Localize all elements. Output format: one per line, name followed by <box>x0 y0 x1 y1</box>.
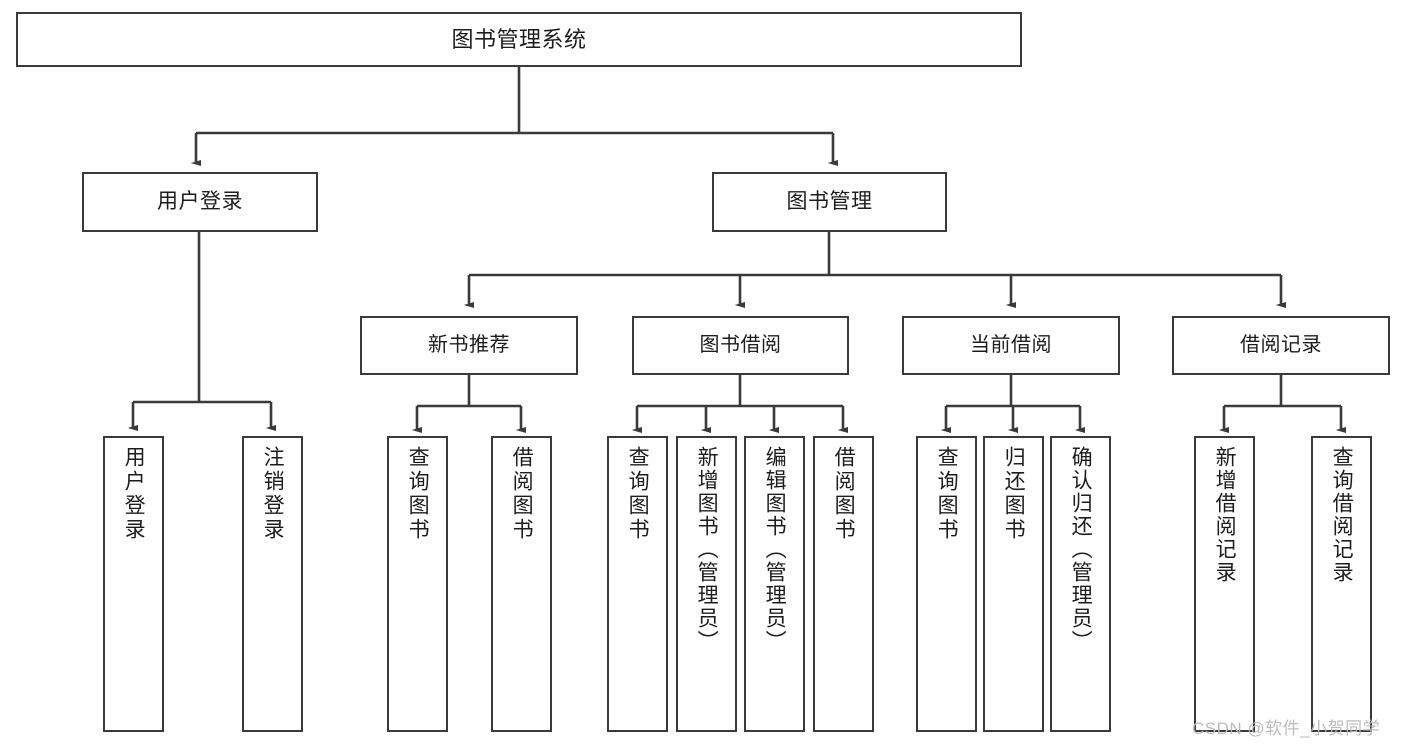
node-current-borrow-label: 当前借阅 <box>970 333 1052 356</box>
leaf-add-record[interactable]: 新增借阅记录 <box>1194 436 1255 732</box>
leaf-query-book-2-label: 查询图书 <box>626 446 650 542</box>
node-book-manage-label: 图书管理 <box>786 189 873 213</box>
node-user-login-label: 用户登录 <box>157 189 243 213</box>
leaf-query-book-3-label: 查询图书 <box>935 446 959 542</box>
leaf-edit-book[interactable]: 编辑图书（管理员） <box>744 436 805 732</box>
node-book-borrow-label: 图书借阅 <box>699 333 782 356</box>
leaf-query-record[interactable]: 查询借阅记录 <box>1311 436 1372 732</box>
leaf-user-login-label: 用户登录 <box>122 446 146 542</box>
leaf-logout-label: 注销登录 <box>261 446 285 542</box>
leaf-logout[interactable]: 注销登录 <box>242 436 303 732</box>
leaf-return-book-label: 归还图书 <box>1002 446 1026 542</box>
node-new-book-recommend-label: 新书推荐 <box>428 333 510 356</box>
node-new-book-recommend[interactable]: 新书推荐 <box>360 316 578 375</box>
node-book-manage[interactable]: 图书管理 <box>712 172 947 232</box>
leaf-edit-book-label: 编辑图书（管理员） <box>763 446 787 653</box>
node-root-label: 图书管理系统 <box>451 26 587 52</box>
leaf-user-login[interactable]: 用户登录 <box>103 436 164 732</box>
leaf-borrow-book-2-label: 借阅图书 <box>832 446 856 542</box>
node-book-borrow[interactable]: 图书借阅 <box>632 316 849 375</box>
leaf-confirm-return[interactable]: 确认归还（管理员） <box>1050 436 1111 732</box>
leaf-query-book-2[interactable]: 查询图书 <box>607 436 668 732</box>
node-borrow-record[interactable]: 借阅记录 <box>1172 316 1390 375</box>
node-user-login[interactable]: 用户登录 <box>82 172 318 232</box>
node-borrow-record-label: 借阅记录 <box>1240 333 1322 356</box>
node-current-borrow[interactable]: 当前借阅 <box>902 316 1120 375</box>
leaf-add-book-label: 新增图书（管理员） <box>695 446 719 653</box>
leaf-query-book-3[interactable]: 查询图书 <box>916 436 977 732</box>
leaf-query-record-label: 查询借阅记录 <box>1330 446 1354 584</box>
leaf-add-book[interactable]: 新增图书（管理员） <box>676 436 737 732</box>
leaf-confirm-return-label: 确认归还（管理员） <box>1069 446 1093 653</box>
leaf-query-book-1-label: 查询图书 <box>406 446 430 542</box>
node-root[interactable]: 图书管理系统 <box>16 12 1022 67</box>
leaf-return-book[interactable]: 归还图书 <box>983 436 1044 732</box>
leaf-borrow-book-2[interactable]: 借阅图书 <box>813 436 874 732</box>
leaf-borrow-book-1-label: 借阅图书 <box>510 446 534 542</box>
watermark: CSDN @软件_小贺同学 <box>1192 719 1381 738</box>
leaf-borrow-book-1[interactable]: 借阅图书 <box>491 436 552 732</box>
leaf-add-record-label: 新增借阅记录 <box>1213 446 1237 584</box>
leaf-query-book-1[interactable]: 查询图书 <box>387 436 448 732</box>
